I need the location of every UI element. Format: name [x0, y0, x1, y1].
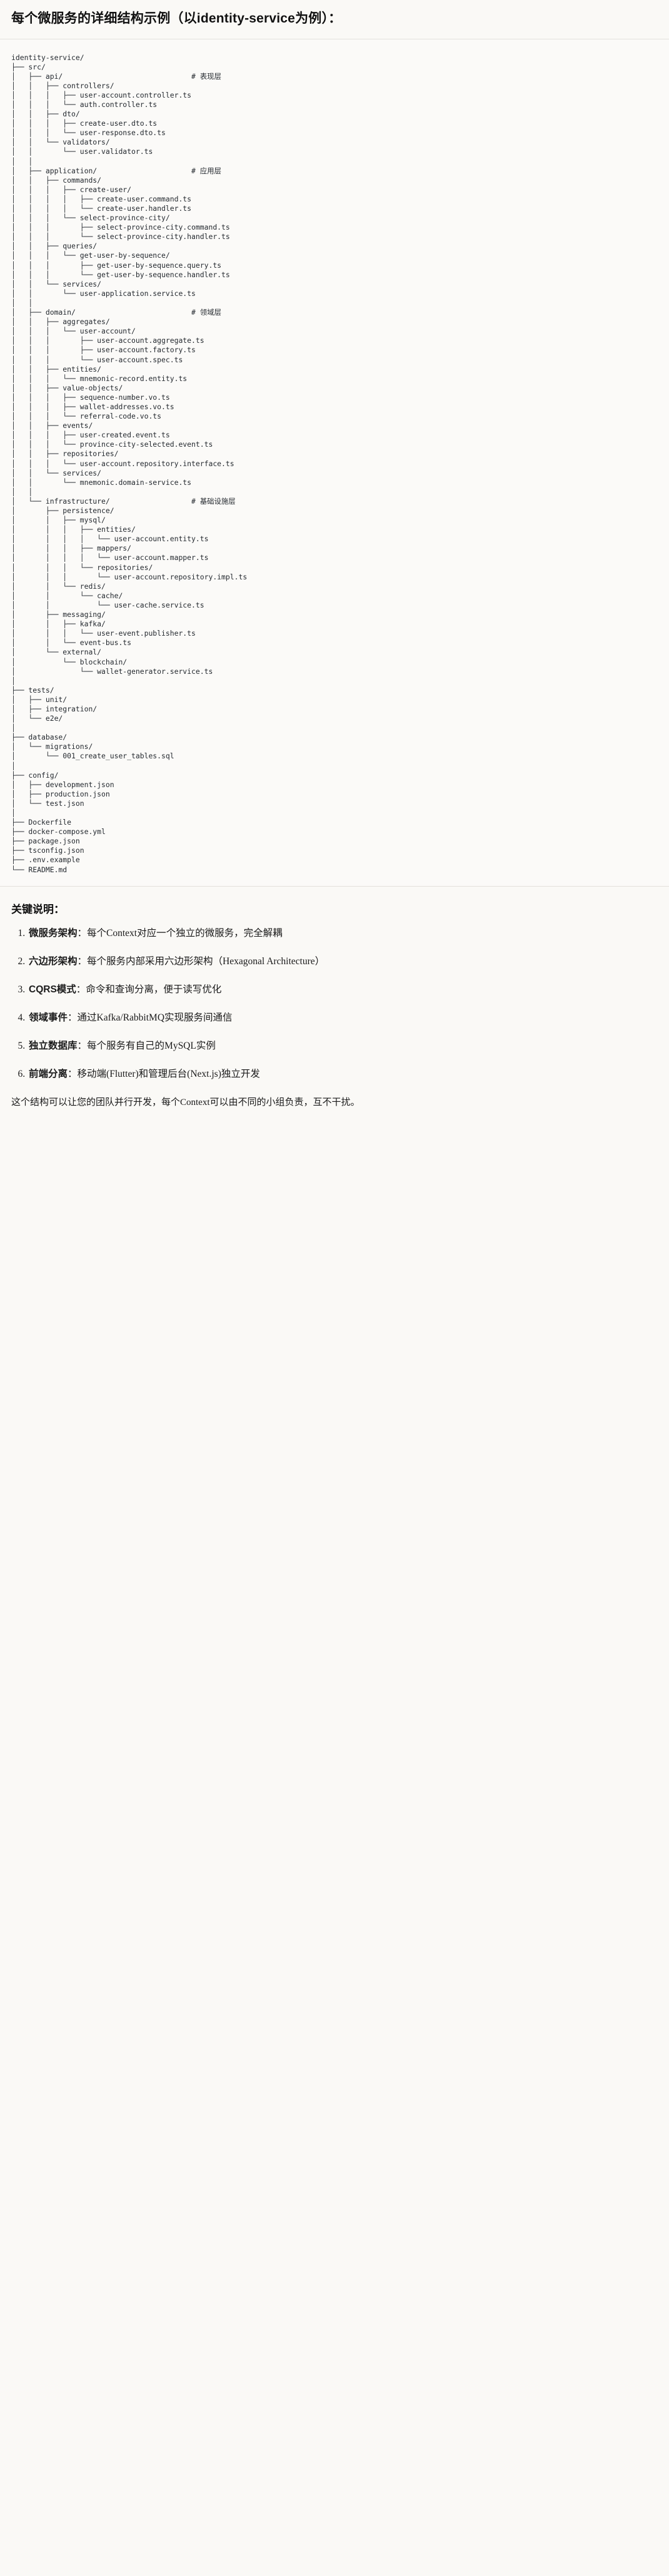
note-separator: ：	[77, 927, 88, 939]
note-description: 命令和查询分离，便于读写优化	[86, 984, 222, 995]
page-title: 每个微服务的详细结构示例（以identity-service为例）：	[11, 11, 342, 26]
directory-tree: identity-service/ ├── src/ │ ├── api/ # …	[11, 53, 248, 874]
footer-note: 这个结构可以让您的团队并行开发，每个Context可以由不同的小组负责，互不干扰…	[11, 1097, 360, 1107]
note-term: CQRS模式	[29, 984, 76, 995]
note-description: 每个Context对应一个独立的微服务，完全解耦	[87, 927, 283, 939]
list-item: 六边形架构：每个服务内部采用六边形架构（Hexagonal Architectu…	[28, 954, 658, 969]
note-term: 微服务架构	[29, 927, 78, 939]
note-term: 前端分离	[29, 1068, 68, 1079]
note-separator: ：	[77, 955, 88, 967]
note-separator: ：	[68, 1068, 78, 1079]
key-notes-list: 微服务架构：每个Context对应一个独立的微服务，完全解耦 六边形架构：每个服…	[11, 926, 658, 1082]
note-separator: ：	[68, 1012, 78, 1023]
note-description: 每个服务有自己的MySQL实例	[87, 1040, 216, 1051]
note-description: 通过Kafka/RabbitMQ实现服务间通信	[77, 1012, 233, 1023]
note-description: 移动端(Flutter)和管理后台(Next.js)独立开发	[77, 1068, 260, 1079]
list-item: 微服务架构：每个Context对应一个独立的微服务，完全解耦	[28, 926, 658, 941]
key-notes-section: 关键说明： 微服务架构：每个Context对应一个独立的微服务，完全解耦 六边形…	[0, 887, 669, 1131]
directory-tree-block: identity-service/ ├── src/ │ ├── api/ # …	[0, 39, 669, 886]
list-item: CQRS模式：命令和查询分离，便于读写优化	[28, 982, 658, 997]
note-separator: ：	[77, 1040, 88, 1051]
list-item: 独立数据库：每个服务有自己的MySQL实例	[28, 1039, 658, 1054]
note-description: 每个服务内部采用六边形架构（Hexagonal Architecture）	[87, 955, 325, 967]
list-item: 前端分离：移动端(Flutter)和管理后台(Next.js)独立开发	[28, 1067, 658, 1082]
note-separator: ：	[76, 984, 86, 995]
note-term: 六边形架构	[29, 955, 78, 967]
key-notes-title: 关键说明：	[11, 903, 64, 915]
list-item: 领域事件：通过Kafka/RabbitMQ实现服务间通信	[28, 1011, 658, 1026]
tree-divider	[0, 885, 669, 887]
document-page: 每个微服务的详细结构示例（以identity-service为例）： ident…	[0, 0, 669, 1131]
note-term: 独立数据库	[29, 1040, 78, 1051]
note-term: 领域事件	[29, 1012, 68, 1023]
